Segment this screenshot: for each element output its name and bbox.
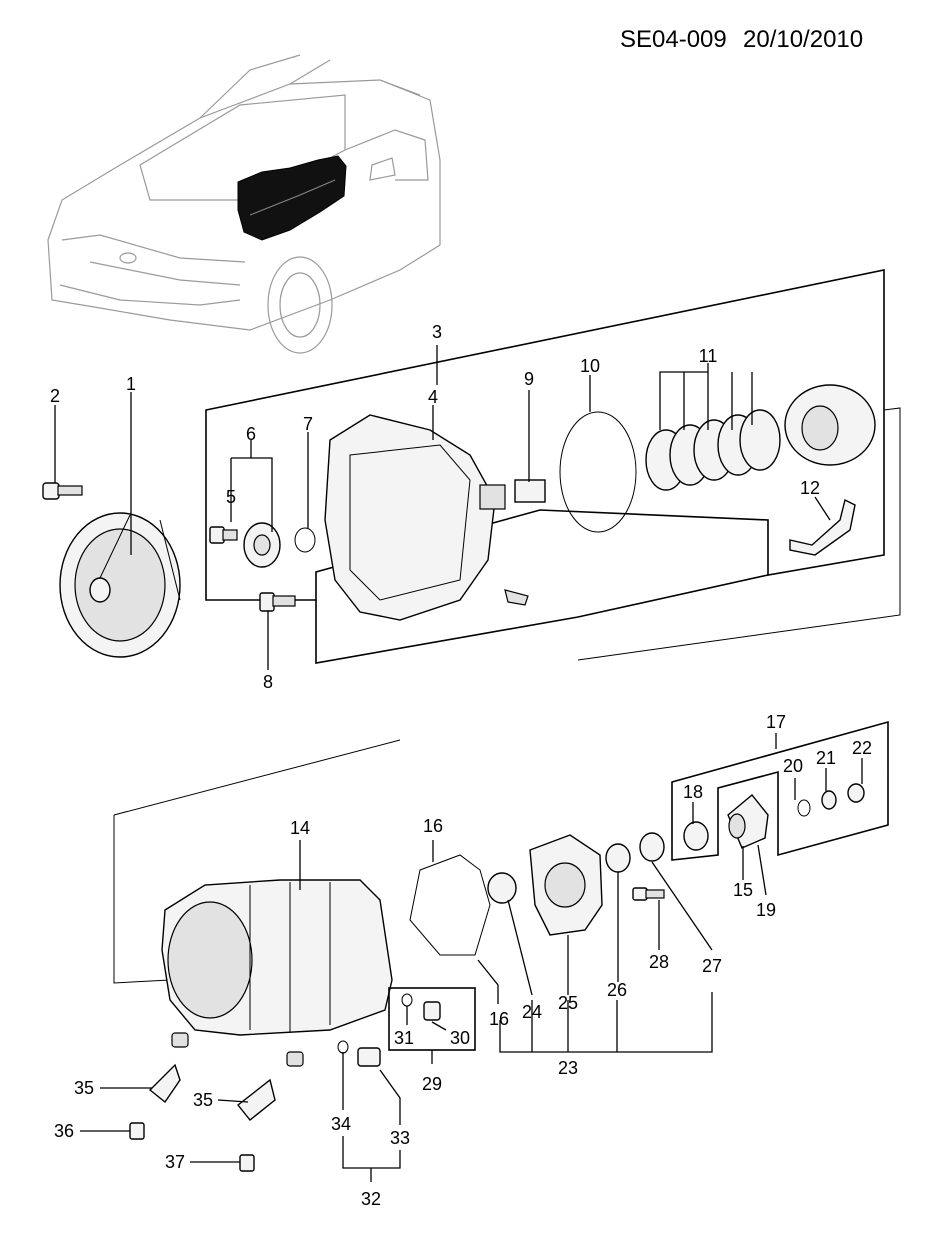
diagram-date: 20/10/2010	[743, 26, 863, 53]
callout-28: 28	[649, 952, 669, 972]
callout-25: 25	[558, 993, 578, 1013]
callout-20: 20	[783, 756, 803, 776]
callout-37: 37	[165, 1152, 185, 1172]
fitting-parts-upper	[209, 384, 876, 612]
callout-9: 9	[524, 369, 534, 389]
diagram-reference: SE04-009	[620, 26, 727, 53]
callout-1: 1	[126, 374, 136, 394]
callout-6: 6	[246, 424, 256, 444]
callout-4: 4	[428, 387, 438, 407]
output-flange-kit	[671, 720, 889, 861]
callout-19: 19	[756, 900, 776, 920]
leader-lines	[54, 345, 863, 1182]
callout-10: 10	[580, 356, 600, 376]
lower-kit-frame	[113, 739, 401, 984]
callout-15: 15	[733, 880, 753, 900]
callout-5: 5	[226, 487, 236, 507]
callout-16-gasket: 16	[423, 816, 443, 836]
bolt-2	[42, 482, 83, 500]
callout-22: 22	[852, 738, 872, 758]
callout-30: 30	[450, 1028, 470, 1048]
callout-33: 33	[390, 1128, 410, 1148]
callout-18: 18	[683, 782, 703, 802]
callout-3: 3	[432, 322, 442, 342]
callout-14: 14	[290, 818, 310, 838]
transmission-assembly	[161, 879, 393, 1036]
callout-16-lower: 16	[489, 1009, 509, 1029]
callout-26: 26	[607, 980, 627, 1000]
callout-35-left: 35	[74, 1078, 94, 1098]
callout-8: 8	[263, 672, 273, 692]
callout-21: 21	[816, 748, 836, 768]
fitting-parts-lower	[409, 832, 665, 956]
callout-12: 12	[800, 478, 820, 498]
callout-labels: 1 2 3 4 5 6 7 8 9 10 11 12 14 15 16 16 1…	[50, 322, 872, 1209]
vehicle-locator-illustration	[47, 54, 441, 354]
callout-36: 36	[54, 1121, 74, 1141]
callout-35-right: 35	[193, 1090, 213, 1110]
callout-7: 7	[303, 414, 313, 434]
callout-31: 31	[394, 1028, 414, 1048]
torque-converter	[59, 512, 181, 658]
callout-29: 29	[422, 1074, 442, 1094]
callout-11: 11	[699, 346, 718, 366]
callout-24: 24	[522, 1002, 542, 1022]
callout-27: 27	[702, 956, 722, 976]
fitting-parts-bottom	[129, 987, 476, 1172]
callout-34: 34	[331, 1114, 351, 1134]
transmission-case	[324, 414, 529, 621]
callout-32: 32	[361, 1189, 381, 1209]
callout-2: 2	[50, 386, 60, 406]
callout-17: 17	[766, 712, 786, 732]
callout-23: 23	[558, 1058, 578, 1078]
